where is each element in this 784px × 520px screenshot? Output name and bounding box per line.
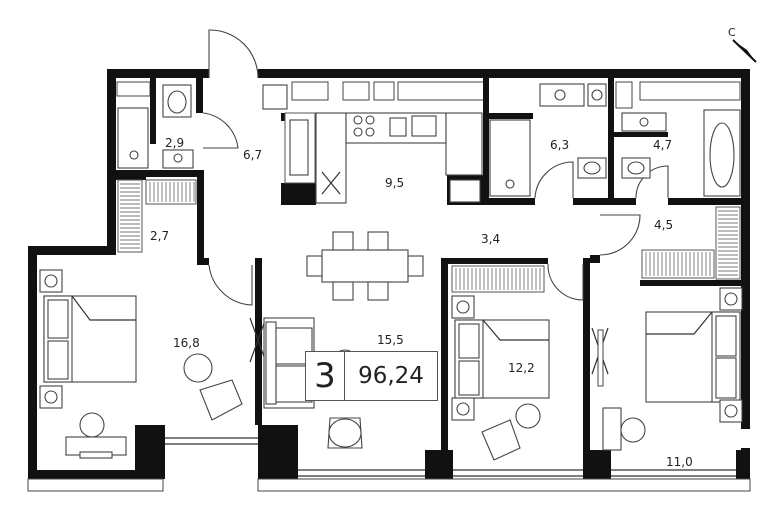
kitchen-furniture <box>262 84 483 204</box>
room-area-bath-1: 6,3 <box>550 138 569 152</box>
bedroom-right-furniture <box>602 287 743 451</box>
dining <box>306 231 424 301</box>
room-area-living: 15,5 <box>377 333 404 347</box>
room-area-hall-entry: 6,7 <box>243 148 262 162</box>
room-area-kitchen: 9,5 <box>385 176 404 190</box>
bottom-windows <box>27 437 751 492</box>
bedroom-left-furniture <box>39 269 243 459</box>
room-area-wc: 2,9 <box>165 136 184 150</box>
compass-label: С <box>728 26 736 39</box>
top-windows <box>116 81 741 109</box>
room-area-bedroom-middle: 12,2 <box>508 361 535 375</box>
room-count: 3 <box>306 352 345 400</box>
room-area-corridor: 3,4 <box>481 232 500 246</box>
bath-fixtures <box>117 83 741 197</box>
room-area-closet-left: 2,7 <box>150 229 169 243</box>
room-area-bath-2: 4,7 <box>653 138 672 152</box>
room-area-bedroom-right: 11,0 <box>666 455 693 469</box>
apartment-summary: 3 96,24 <box>305 351 438 401</box>
room-area-hall-right: 4,5 <box>654 218 673 232</box>
closet-hatching <box>120 182 738 290</box>
doors <box>202 29 669 387</box>
room-area-bedroom-left: 16,8 <box>173 336 200 350</box>
outer-walls <box>28 69 750 479</box>
compass: С <box>728 26 757 63</box>
room-labels: 2,9 6,7 9,5 6,3 4,7 2,7 3,4 4,5 16,8 15,… <box>150 136 693 469</box>
total-area: 96,24 <box>358 363 424 389</box>
bedroom-middle-furniture <box>451 295 550 461</box>
